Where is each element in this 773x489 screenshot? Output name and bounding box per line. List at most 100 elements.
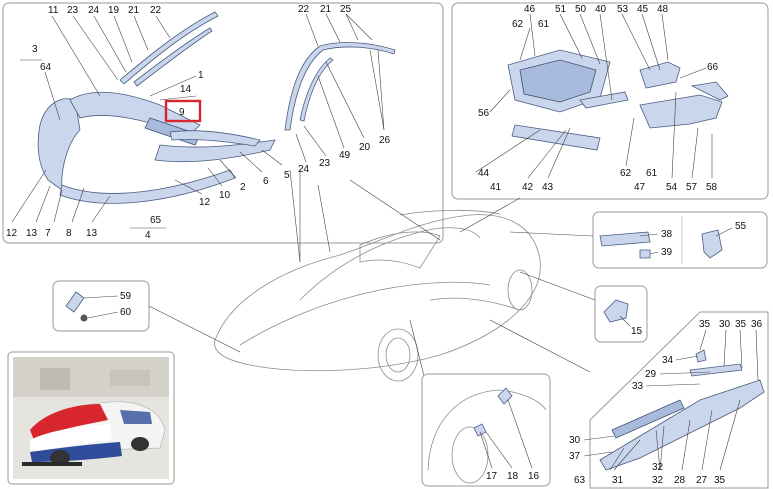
callout-label: 13 bbox=[86, 228, 98, 239]
underbody-tray-part bbox=[519, 59, 597, 103]
callout-label: 1 bbox=[198, 70, 204, 81]
splitter-part bbox=[154, 139, 276, 163]
plate-part bbox=[599, 231, 651, 247]
callout-label: 63 bbox=[574, 475, 586, 486]
cap-part bbox=[603, 299, 629, 323]
callout-label: 65 bbox=[150, 215, 162, 226]
clip-part bbox=[639, 249, 651, 259]
callout-label: 31 bbox=[612, 475, 624, 486]
callout-label: 39 bbox=[661, 247, 673, 258]
panel-cap: 15 bbox=[594, 285, 648, 343]
callout-label: 41 bbox=[490, 182, 502, 193]
callout-label: 8 bbox=[66, 228, 72, 239]
callout-label: 21 bbox=[128, 5, 140, 16]
side-skirt-part bbox=[599, 379, 765, 471]
panel-side-skirt: 35 30 35 36 34 29 33 30 37 63 31 32 32 2… bbox=[569, 311, 769, 489]
callout-label: 48 bbox=[657, 4, 669, 15]
clip-part bbox=[497, 387, 513, 405]
callout-label: 42 bbox=[522, 182, 534, 193]
panel-underbody: 46 62 61 51 50 40 53 45 48 66 56 44 41 4… bbox=[451, 2, 769, 200]
callout-label: 33 bbox=[632, 381, 644, 392]
cover-part bbox=[639, 61, 681, 89]
callout-label: 22 bbox=[298, 4, 310, 15]
callout-label: 66 bbox=[707, 62, 719, 73]
trim-strip-part bbox=[119, 11, 219, 85]
windscreen-trim-part bbox=[299, 57, 334, 122]
callout-label: 54 bbox=[666, 182, 678, 193]
highlight-box bbox=[164, 99, 202, 123]
bracket-part bbox=[579, 91, 629, 109]
callout-label: 20 bbox=[359, 142, 371, 153]
callout-label: 45 bbox=[637, 4, 649, 15]
callout-label: 58 bbox=[706, 182, 718, 193]
callout-label: 26 bbox=[379, 135, 391, 146]
panel-windscreen-trim: 22 21 25 26 20 49 23 24 bbox=[284, 4, 396, 175]
bumper-side-part bbox=[37, 98, 81, 191]
callout-label: 17 bbox=[486, 471, 498, 482]
callout-label: 24 bbox=[298, 164, 310, 175]
car-photo bbox=[7, 351, 175, 485]
callout-label: 13 bbox=[26, 228, 38, 239]
callout-label: 4 bbox=[145, 230, 151, 241]
callout-label: 11 bbox=[48, 5, 59, 16]
callout-label: 62 bbox=[512, 19, 524, 30]
callout-label: 55 bbox=[735, 221, 747, 232]
callout-label: 61 bbox=[538, 19, 550, 30]
callout-label: 46 bbox=[524, 4, 536, 15]
callout-label: 61 bbox=[646, 168, 658, 179]
callout-label: 5 bbox=[284, 170, 290, 181]
panel-clip: 59 60 bbox=[52, 280, 150, 332]
clip-part bbox=[695, 349, 707, 363]
callout-label: 38 bbox=[661, 229, 673, 240]
callout-label: 27 bbox=[696, 475, 708, 486]
callout-label: 59 bbox=[120, 291, 132, 302]
callout-label: 49 bbox=[339, 150, 351, 161]
callout-label: 37 bbox=[569, 451, 581, 462]
callout-label: 14 bbox=[180, 84, 192, 95]
callout-label: 36 bbox=[751, 319, 763, 330]
panel-front-bumper: 11 23 24 19 21 22 3 64 1 14 9 2 6 5 10 1… bbox=[2, 2, 444, 244]
side-cover-part bbox=[511, 124, 601, 151]
callout-label: 23 bbox=[67, 5, 79, 16]
callout-label: 60 bbox=[120, 307, 132, 318]
panel-wheelarch: 17 18 16 bbox=[421, 373, 551, 487]
callout-label: 7 bbox=[45, 228, 51, 239]
highlighted-callout: 9 bbox=[179, 107, 185, 118]
callout-label: 24 bbox=[88, 5, 100, 16]
callout-label: 28 bbox=[674, 475, 686, 486]
callout-label: 57 bbox=[686, 182, 698, 193]
callout-label: 50 bbox=[575, 4, 587, 15]
callout-label: 47 bbox=[634, 182, 646, 193]
callout-label: 12 bbox=[6, 228, 18, 239]
callout-label: 35 bbox=[735, 319, 747, 330]
callout-label: 3 bbox=[32, 44, 38, 55]
callout-label: 35 bbox=[714, 475, 726, 486]
callout-label: 35 bbox=[699, 319, 711, 330]
callout-label: 62 bbox=[620, 168, 632, 179]
callout-label: 34 bbox=[662, 355, 674, 366]
callout-label: 22 bbox=[150, 5, 162, 16]
callout-label: 10 bbox=[219, 190, 231, 201]
callout-label: 2 bbox=[240, 182, 246, 193]
car-illustration bbox=[148, 169, 596, 382]
callout-label: 64 bbox=[40, 62, 52, 73]
trim-strip-part bbox=[689, 363, 743, 377]
callout-label: 32 bbox=[652, 462, 664, 473]
callout-label: 25 bbox=[340, 4, 352, 15]
duct-part bbox=[169, 130, 261, 147]
panel-plates: 38 39 55 bbox=[592, 211, 768, 269]
callout-label: 19 bbox=[108, 5, 120, 16]
lower-lip-part bbox=[59, 169, 236, 204]
callout-label: 12 bbox=[199, 197, 211, 208]
callout-label: 44 bbox=[478, 168, 490, 179]
callout-label: 51 bbox=[555, 4, 567, 15]
trim-strip-part bbox=[133, 27, 213, 87]
callout-label: 53 bbox=[617, 4, 629, 15]
callout-label: 56 bbox=[478, 108, 490, 119]
clip-part bbox=[690, 81, 729, 101]
callout-label: 21 bbox=[320, 4, 332, 15]
windscreen-trim-part bbox=[284, 42, 396, 131]
rear-tray-part bbox=[639, 94, 723, 129]
callout-label: 30 bbox=[719, 319, 731, 330]
